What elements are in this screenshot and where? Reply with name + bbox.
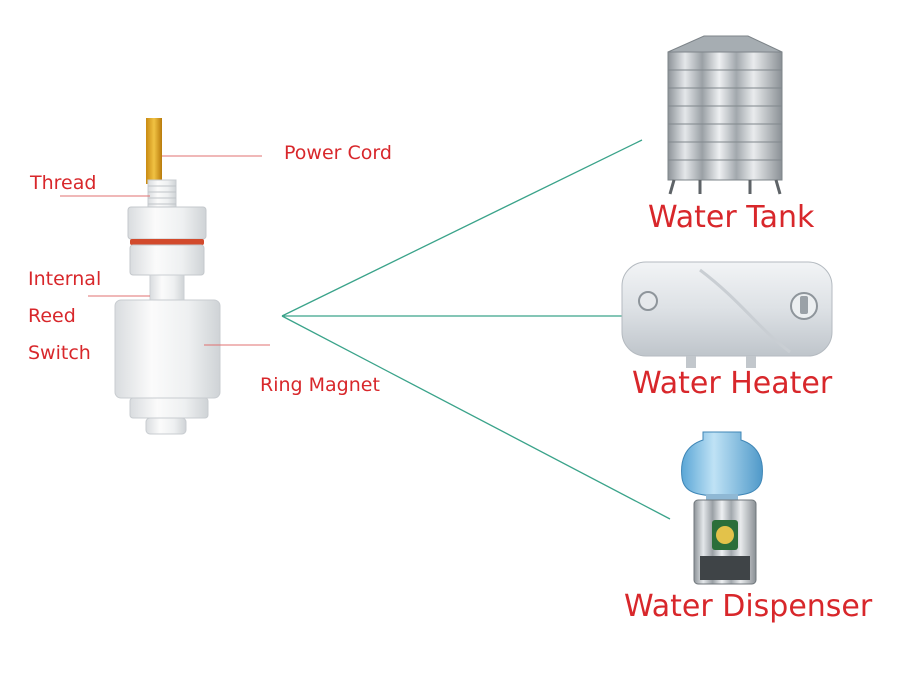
internal-reed-switch-line-1: Internal	[28, 268, 102, 290]
water-tank-image	[662, 34, 786, 195]
connector-water-tank	[281, 139, 643, 317]
connector-water-dispenser	[281, 315, 671, 520]
leader-lines	[60, 155, 270, 346]
thread-ridges	[148, 185, 176, 205]
internal-reed-switch-label: Internal Reed Switch	[28, 261, 101, 372]
ring-magnet-label: Ring Magnet	[260, 374, 380, 396]
water-dispenser-image	[681, 431, 763, 585]
application-connectors	[281, 139, 671, 520]
water-heater-label: Water Heater	[632, 366, 833, 401]
float-switch-sensor	[114, 118, 221, 435]
internal-reed-switch-line-3: Switch	[28, 342, 91, 364]
water-heater-image	[621, 261, 833, 368]
internal-reed-switch-line-2: Reed	[28, 305, 76, 327]
water-tank-label: Water Tank	[648, 200, 815, 235]
power-cord	[146, 118, 162, 184]
thread-label: Thread	[30, 172, 97, 194]
o-ring	[130, 239, 204, 245]
power-cord-label: Power Cord	[284, 142, 392, 164]
water-dispenser-label: Water Dispenser	[624, 589, 873, 624]
tip	[145, 417, 187, 435]
